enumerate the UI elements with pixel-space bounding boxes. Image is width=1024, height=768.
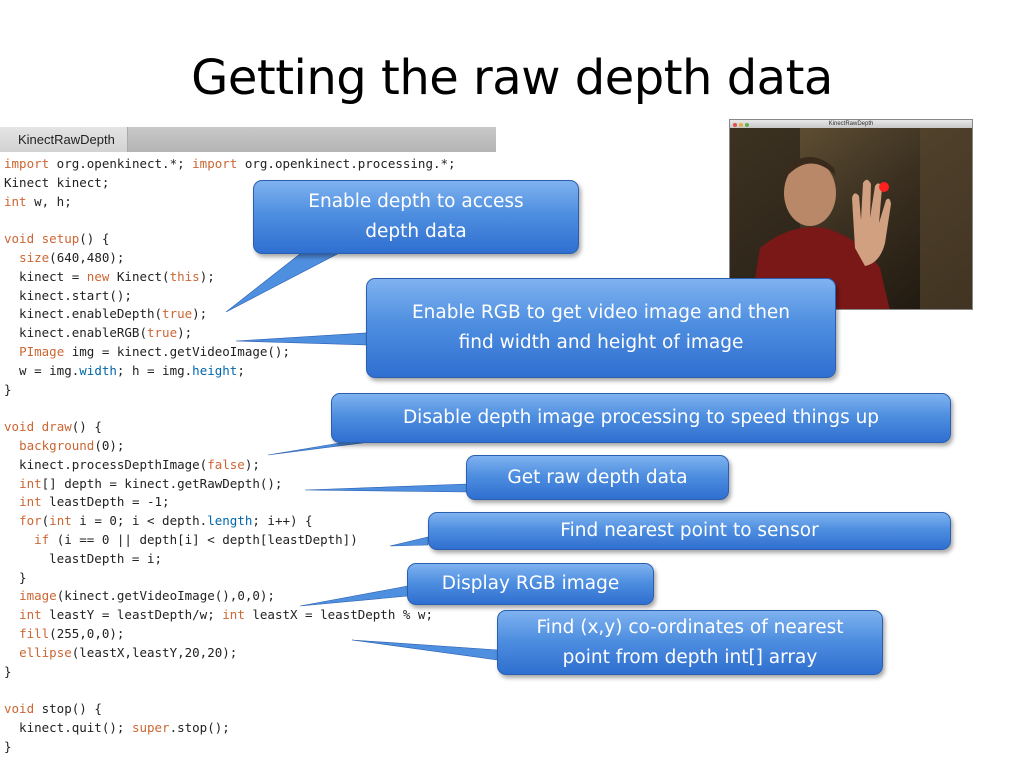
callout-disable-depth-processing: Disable depth image processing to speed … bbox=[331, 393, 951, 443]
kinect-video-frame bbox=[730, 128, 972, 309]
code-listing: import org.openkinect.*; import org.open… bbox=[4, 156, 456, 754]
video-window-title: KinectRawDepth bbox=[828, 121, 874, 127]
callout-display-rgb: Display RGB image bbox=[407, 563, 654, 605]
callout-get-raw-depth: Get raw depth data bbox=[466, 455, 729, 500]
video-preview-window: KinectRawDepth bbox=[729, 119, 973, 310]
slide-title: Getting the raw depth data bbox=[191, 50, 833, 106]
zoom-window-icon[interactable] bbox=[745, 123, 749, 127]
minimize-window-icon[interactable] bbox=[739, 123, 743, 127]
editor-tab-bar: KinectRawDepth bbox=[0, 127, 496, 152]
video-window-titlebar: KinectRawDepth bbox=[730, 120, 972, 128]
callout-find-nearest: Find nearest point to sensor bbox=[428, 512, 951, 550]
editor-tab-kinectrawdepth[interactable]: KinectRawDepth bbox=[0, 127, 128, 152]
close-window-icon[interactable] bbox=[733, 123, 737, 127]
